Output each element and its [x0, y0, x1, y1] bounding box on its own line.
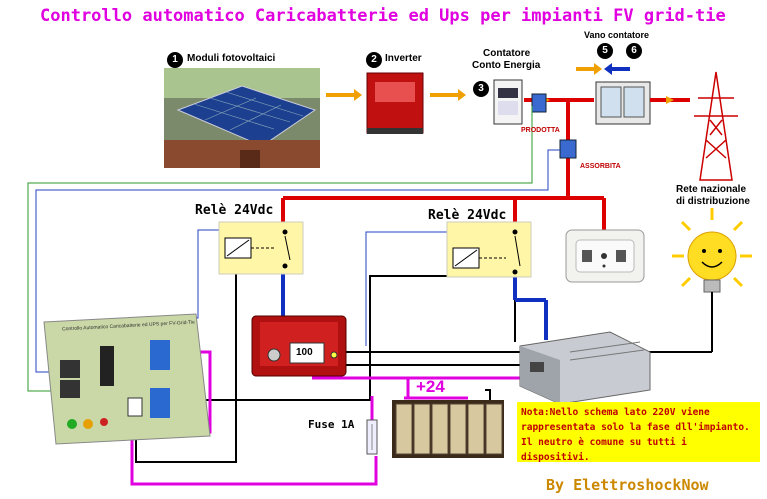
step-1-badge: 1 — [167, 52, 183, 68]
battery-charger-image — [251, 315, 347, 377]
controller-board-image — [43, 313, 211, 445]
ups-inverter-image — [519, 331, 651, 405]
note-box: Nota:Nello schema lato 220V viene rappre… — [517, 402, 760, 463]
relay-left — [218, 221, 304, 275]
relay-left-label: Relè 24Vdc — [195, 203, 274, 218]
clamp-absorbed — [559, 139, 577, 159]
pylon-image — [694, 71, 738, 181]
clamp-produced — [531, 93, 547, 113]
import-arrow — [604, 63, 630, 75]
diagram-title: Controllo automatico Caricabatterie ed U… — [40, 6, 726, 26]
step-2-label: Inverter — [385, 53, 422, 64]
note-line-1: Nota:Nello schema lato 220V viene — [521, 407, 710, 418]
contatore-line1: Contatore — [483, 48, 531, 59]
vano-contatore-label: Vano contatore — [584, 30, 650, 40]
note-line-3: Il neutro è comune su tutti i dispositiv… — [521, 437, 687, 463]
step-1-label: Moduli fotovoltaici — [187, 53, 276, 64]
step-5-badge: 5 — [597, 43, 613, 59]
wall-socket-image — [565, 229, 645, 283]
meter-cabinet-image — [595, 81, 651, 125]
contatore-line2: Conto Energia — [472, 60, 541, 71]
sensor-wire-green — [27, 106, 533, 392]
author-byline: By ElettroshockNow — [546, 476, 709, 494]
grid-inverter-image — [366, 72, 424, 134]
ac-feed-wires — [281, 268, 548, 340]
fuse-label: Fuse 1A — [308, 418, 355, 431]
battery-voltage-label: +24 — [416, 377, 445, 396]
rete-line1: Rete nazionale — [676, 184, 747, 195]
step-6-badge: 6 — [626, 43, 642, 59]
flow-arrows — [326, 63, 602, 101]
energy-meter-image — [493, 79, 523, 125]
step-2-badge: 2 — [366, 52, 382, 68]
fuse-image — [366, 419, 378, 455]
note-line-2: rappresentata solo la fase dll'impianto. — [521, 422, 750, 433]
step-3-badge: 3 — [473, 81, 489, 97]
relay-right — [446, 221, 532, 278]
charger-display: 100 — [296, 347, 313, 358]
solar-panels-image — [164, 68, 320, 168]
assorbita-label: ASSORBITA — [580, 163, 621, 170]
relay-right-label: Relè 24Vdc — [428, 208, 507, 223]
battery-bank-image — [392, 400, 504, 458]
rete-line2: di distribuzione — [676, 196, 750, 207]
prodotta-label: PRODOTTA — [521, 127, 560, 134]
